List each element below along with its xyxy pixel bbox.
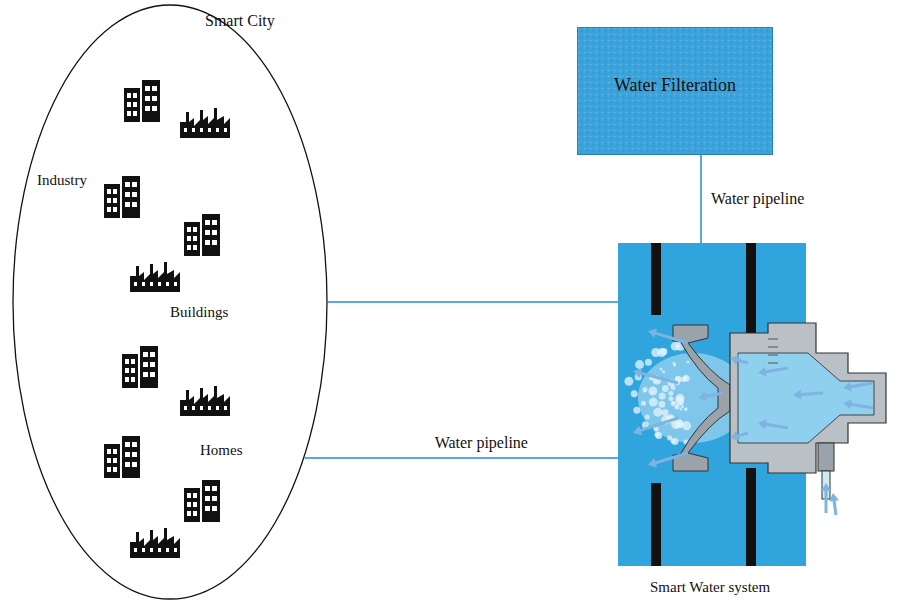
system-panel bbox=[618, 243, 806, 566]
area-label: Homes bbox=[200, 442, 243, 459]
area-label: Buildings bbox=[170, 304, 228, 321]
water-pipeline bbox=[700, 155, 702, 243]
box-title: Water Filteration bbox=[614, 75, 736, 96]
system-caption: Smart Water system bbox=[650, 579, 770, 596]
region-title: Smart City bbox=[205, 12, 275, 30]
city-ellipse: Smart CityIndustryBuildingsHomes bbox=[12, 4, 328, 600]
shape-outline bbox=[618, 243, 898, 603]
pipeline-label: Water pipeline bbox=[433, 434, 530, 452]
smart-water-system: Smart Water system bbox=[618, 243, 898, 603]
area-label: Industry bbox=[37, 172, 87, 189]
water-pipeline bbox=[328, 301, 618, 303]
pipeline-label: Water pipeline bbox=[709, 190, 806, 208]
filtration-box: Water Filteration bbox=[577, 27, 773, 155]
shape-outline bbox=[12, 4, 328, 600]
water-pipeline bbox=[305, 457, 618, 459]
